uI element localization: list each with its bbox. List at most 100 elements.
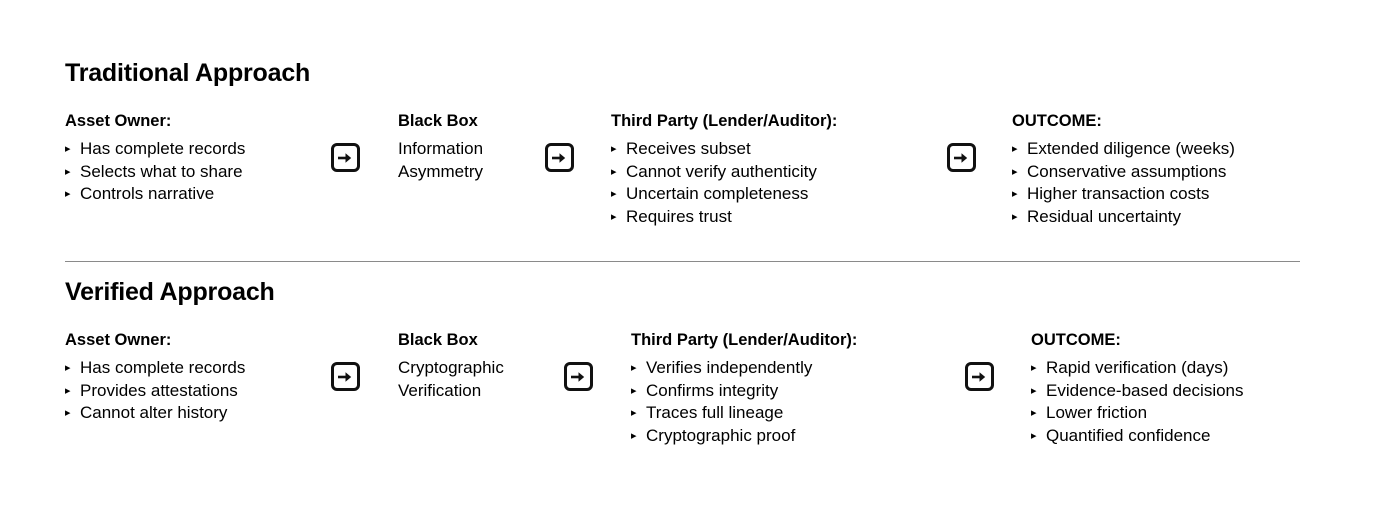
triangle-bullet-icon: ▸ [631,429,637,442]
triangle-bullet-icon: ▸ [611,188,617,200]
bullet-list-verified-outcome: ▸ Rapid verification (days) ▸ Evidence-bas… [1031,357,1244,447]
arrow-right-in-square-icon [331,362,360,391]
list-item-label: Residual uncertainty [1027,206,1182,226]
list-item-label: Uncertain completeness [626,184,809,203]
triangle-bullet-icon: ▸ [65,165,71,178]
text-lines-traditional-black-box: Information Asymmetry [398,138,483,183]
bullet-list-traditional-asset-owner: ▸ Has complete records ▸ Selects what to s… [65,138,245,206]
list-item-label: Evidence-based decisions [1046,380,1244,400]
column-verified-black-box: Black Box Cryptographic Verification [398,329,504,402]
list-item: ▸ Lower friction [1031,402,1244,425]
triangle-bullet-icon: ▸ [1012,143,1018,155]
arrow-right-in-square-icon [331,143,360,172]
text-lines-verified-black-box: Cryptographic Verification [398,357,504,402]
list-item-label: Lower friction [1046,403,1148,422]
column-heading-asset-owner: Asset Owner: [65,112,172,130]
triangle-bullet-icon: ▸ [1012,188,1018,200]
list-item: Cryptographic [398,358,504,377]
list-item: ▸ Quantified confidence [1031,425,1244,448]
list-item-label: Quantified confidence [1046,425,1211,445]
column-heading-asset-owner: Asset Owner: [65,331,172,349]
list-item-label: Conservative assumptions [1027,161,1227,181]
arrow-right-in-square-icon [947,143,976,172]
list-item-label: Cannot alter history [80,403,228,422]
list-item: ▸ Evidence-based decisions [1031,380,1244,403]
list-item-label: Rapid verification (days) [1046,358,1229,377]
triangle-bullet-icon: ▸ [65,407,71,419]
list-item: ▸ Conservative assumptions [1012,161,1235,184]
list-item: ▸ Receives subset [611,138,837,161]
list-item: ▸ Uncertain completeness [611,183,837,206]
column-heading-outcome: OUTCOME: [1012,112,1102,130]
list-item: ▸ Selects what to share [65,161,245,184]
arrow-right-in-square-icon [564,362,593,391]
column-verified-third-party: Third Party (Lender/Auditor): ▸Verifies … [631,329,857,447]
triangle-bullet-icon: ▸ [1031,407,1037,419]
list-item-label: Has complete records [80,358,246,377]
list-item-label: Has complete records [80,139,246,158]
list-item: ▸Provides attestations [65,380,245,403]
triangle-bullet-icon: ▸ [611,210,617,223]
list-item: ▸ Extended diligence (weeks) [1012,138,1235,161]
triangle-bullet-icon: ▸ [65,188,71,200]
column-verified-asset-owner: Asset Owner: ▸Has complete records ▸Prov… [65,329,245,425]
triangle-bullet-icon: ▸ [1012,165,1018,178]
list-item: ▸ Requires trust [611,206,837,229]
list-item-label: Extended diligence (weeks) [1027,139,1235,158]
list-item: ▸ Has complete records [65,138,245,161]
column-verified-outcome: OUTCOME: ▸ Rapid verification (days) ▸ Evi… [1031,329,1244,447]
list-item: ▸ Traces full lineage [631,402,857,425]
bullet-list-traditional-outcome: ▸ Extended diligence (weeks) ▸ Conservativ… [1012,138,1235,228]
section-title-traditional: Traditional Approach [65,59,311,87]
triangle-bullet-icon: ▸ [1031,384,1037,397]
triangle-bullet-icon: ▸ [1031,362,1037,374]
list-item-label: Receives subset [626,139,751,158]
list-item: Verification [398,380,482,400]
list-item: ▸ Has complete records [65,357,245,380]
list-item: ▸ Cannot alter history [65,402,245,425]
triangle-bullet-icon: ▸ [631,407,637,419]
bullet-list-traditional-third-party: ▸ Receives subset ▸ Cannot verify authenti… [611,138,837,228]
list-item: Information [398,139,484,158]
list-item: ▸ Higher transaction costs [1012,183,1235,206]
section-divider [65,261,1300,262]
bullet-list-verified-third-party: ▸ Verifies independently ▸ Confirms integr… [631,357,857,447]
triangle-bullet-icon: ▸ [65,143,71,155]
column-traditional-black-box: Black Box Information Asymmetry [398,110,483,183]
arrow-right-in-square-icon [965,362,994,391]
list-item: ▸ Cryptographic proof [631,425,857,448]
list-item: ▸ Verifies independently [631,357,857,380]
list-item-label: Provides attestations [80,380,238,400]
list-item: Asymmetry [398,161,483,181]
list-item: ▸Controls narrative [65,183,245,206]
column-heading-outcome: OUTCOME: [1031,331,1121,349]
triangle-bullet-icon: ▸ [611,165,617,178]
list-item-label: Selects what to share [80,161,243,181]
triangle-bullet-icon: ▸ [611,143,617,155]
column-traditional-outcome: OUTCOME: ▸ Extended diligence (weeks) ▸ Co… [1012,110,1235,228]
list-item: ▸ Confirms integrity [631,380,857,403]
column-heading-black-box: Black Box [398,112,478,130]
list-item: ▸ Residual uncertainty [1012,206,1235,229]
list-item: ▸ Rapid verification (days) [1031,357,1244,380]
column-heading-black-box: Black Box [398,331,478,349]
list-item-label: Higher transaction costs [1027,184,1210,203]
triangle-bullet-icon: ▸ [631,384,637,397]
arrow-right-in-square-icon [545,143,574,172]
list-item-label: Traces full lineage [646,403,784,422]
column-heading-third-party: Third Party (Lender/Auditor): [611,112,838,130]
triangle-bullet-icon: ▸ [1031,429,1037,442]
list-item: ▸ Cannot verify authenticity [611,161,837,184]
list-item-label: Requires trust [626,206,732,226]
list-item-label: Cryptographic proof [646,425,796,445]
triangle-bullet-icon: ▸ [631,362,637,374]
column-traditional-third-party: Third Party (Lender/Auditor): ▸ Receives … [611,110,837,228]
triangle-bullet-icon: ▸ [1012,210,1018,223]
list-item-label: Confirms integrity [646,380,779,400]
section-title-verified: Verified Approach [65,278,275,306]
triangle-bullet-icon: ▸ [65,362,71,374]
list-item-label: Cannot verify authenticity [626,161,817,181]
bullet-list-verified-asset-owner: ▸Has complete records ▸Provides attestat… [65,357,245,425]
list-item-label: Verifies independently [646,358,813,377]
